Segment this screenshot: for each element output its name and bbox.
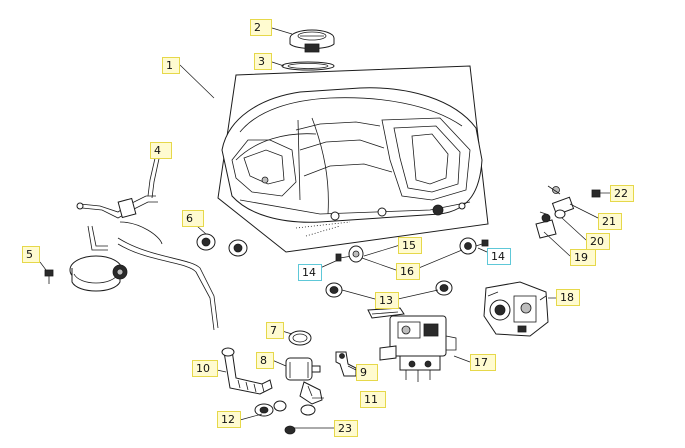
grommets-drawing: [196, 233, 248, 257]
fuel-cap-drawing: [281, 29, 335, 71]
callout-8[interactable]: 8: [256, 352, 274, 369]
callout-14-right[interactable]: 14: [487, 248, 511, 265]
mounts-drawing: [335, 237, 489, 263]
callout-17[interactable]: 17: [470, 354, 496, 371]
cushions-drawing: [325, 280, 453, 298]
callout-9[interactable]: 9: [356, 364, 378, 381]
injector-drawing: [535, 185, 601, 239]
callout-23[interactable]: 23: [334, 420, 358, 437]
callout-16[interactable]: 16: [396, 263, 420, 280]
fuel-hose-drawing: [221, 347, 323, 405]
pump-bracket-drawing: [483, 281, 549, 337]
callout-21[interactable]: 21: [598, 213, 622, 230]
callout-20[interactable]: 20: [586, 233, 610, 250]
callout-14-left[interactable]: 14: [298, 264, 322, 281]
fuel-tank-drawing: [217, 65, 489, 253]
callout-1[interactable]: 1: [162, 57, 180, 74]
fuel-hose-assembly-drawing: [69, 146, 219, 331]
callout-11[interactable]: 11: [360, 391, 386, 408]
callout-22[interactable]: 22: [610, 185, 634, 202]
clamp-set-drawing: [254, 400, 316, 435]
callout-12[interactable]: 12: [217, 411, 241, 428]
callout-3[interactable]: 3: [254, 53, 272, 70]
screw-drawing: [44, 269, 54, 284]
callout-15[interactable]: 15: [398, 237, 422, 254]
callout-6[interactable]: 6: [182, 210, 204, 227]
callout-5[interactable]: 5: [22, 246, 40, 263]
fuel-pump-drawing: [367, 307, 457, 382]
callout-13[interactable]: 13: [375, 292, 399, 309]
callout-18[interactable]: 18: [556, 289, 580, 306]
callout-2[interactable]: 2: [250, 19, 272, 36]
callout-7[interactable]: 7: [266, 322, 284, 339]
callout-19[interactable]: 19: [570, 249, 596, 266]
callout-10[interactable]: 10: [192, 360, 218, 377]
callout-4[interactable]: 4: [150, 142, 172, 159]
clamp-filter-drawing: [285, 330, 357, 381]
